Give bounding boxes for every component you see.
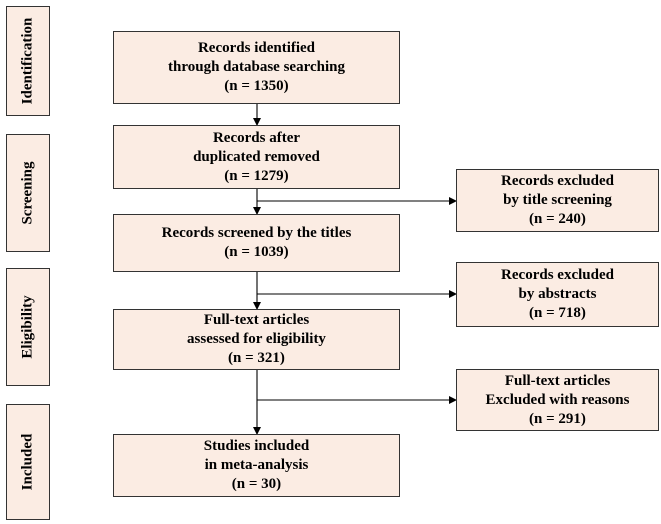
box-excluded-abstracts-line2: by abstracts bbox=[518, 286, 597, 302]
stage-eligibility: Eligibility bbox=[6, 268, 50, 386]
box-records-identified-count: (n = 1350) bbox=[224, 78, 289, 94]
box-full-text-assessed-line1: Full-text articles bbox=[203, 312, 310, 328]
box-screened-titles-line1: Records screened by the titles bbox=[161, 225, 352, 241]
box-records-identified-line1: Records identified bbox=[197, 40, 316, 56]
stage-screening: Screening bbox=[6, 134, 50, 252]
box-studies-included-line1: Studies included bbox=[203, 438, 310, 454]
box-excluded-title-count: (n = 240) bbox=[529, 211, 586, 227]
box-excluded-abstracts-count: (n = 718) bbox=[529, 305, 586, 321]
box-full-text-assessed-count: (n = 321) bbox=[228, 350, 285, 366]
box-records-identified: Records identified through database sear… bbox=[113, 31, 400, 104]
box-after-duplicates-line1: Records after bbox=[212, 129, 301, 146]
stage-identification-label: Identification bbox=[19, 17, 36, 105]
box-records-identified-line2: through database searching bbox=[168, 59, 345, 75]
box-full-text-assessed-line2: assessed for eligibility bbox=[187, 331, 326, 347]
box-after-duplicates-line2: duplicated removed bbox=[193, 148, 320, 165]
box-excluded-abstracts-line1: Records excluded bbox=[501, 267, 614, 283]
box-excluded-title-line1: Records excluded bbox=[501, 173, 614, 189]
box-excluded-abstracts: Records excluded by abstracts (n = 718) bbox=[456, 262, 659, 327]
stage-included-label: Included bbox=[19, 433, 36, 491]
box-studies-included: Studies included in meta-analysis (n = 3… bbox=[113, 434, 400, 497]
box-full-text-assessed: Full-text articles assessed for eligibil… bbox=[113, 309, 400, 370]
box-excluded-full-text-line1: Full-text articles bbox=[504, 372, 611, 389]
box-excluded-title: Records excluded by title screening (n =… bbox=[456, 169, 659, 232]
box-excluded-full-text-line2: Excluded with reasons bbox=[485, 391, 630, 408]
box-excluded-full-text-count: (n = 291) bbox=[529, 410, 586, 427]
box-studies-included-line2: in meta-analysis bbox=[204, 457, 309, 473]
box-excluded-title-line2: by title screening bbox=[503, 192, 612, 208]
stage-eligibility-label: Eligibility bbox=[19, 295, 36, 359]
box-screened-titles: Records screened by the titles (n = 1039… bbox=[113, 214, 400, 272]
box-excluded-full-text: Full-text articles Excluded with reasons… bbox=[456, 369, 659, 431]
box-after-duplicates-count: (n = 1279) bbox=[224, 167, 289, 184]
box-screened-titles-count: (n = 1039) bbox=[224, 244, 289, 260]
box-after-duplicates: Records after duplicated removed (n = 12… bbox=[113, 125, 400, 189]
stage-included: Included bbox=[6, 404, 50, 520]
box-studies-included-count: (n = 30) bbox=[231, 476, 282, 492]
stage-screening-label: Screening bbox=[19, 161, 36, 225]
stage-identification: Identification bbox=[6, 6, 50, 116]
